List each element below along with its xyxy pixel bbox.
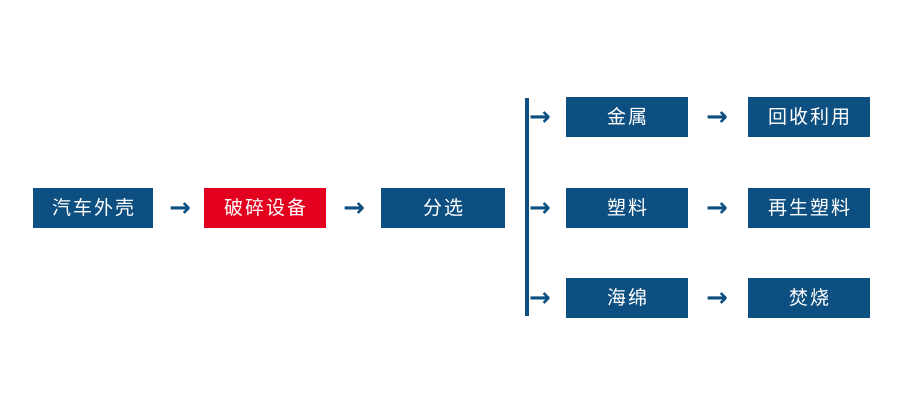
node-recycling-reuse[interactable]: 回收利用 [748, 97, 870, 137]
splitter-bar [525, 98, 529, 316]
branch-arrow-icon-sponge: → [529, 283, 551, 313]
node-car-shell[interactable]: 汽车外壳 [33, 188, 153, 228]
arrow-right-icon-3: → [706, 102, 728, 132]
arrow-right-icon-1: → [169, 193, 191, 223]
arrow-right-icon-4: → [706, 193, 728, 223]
node-sponge[interactable]: 海绵 [566, 278, 688, 318]
arrow-right-icon-5: → [706, 283, 728, 313]
branch-arrow-icon-metal: → [529, 102, 551, 132]
node-sorting[interactable]: 分选 [381, 188, 505, 228]
arrow-right-icon-2: → [343, 193, 365, 223]
node-plastic[interactable]: 塑料 [566, 188, 688, 228]
node-crushing-equipment[interactable]: 破碎设备 [204, 188, 326, 228]
node-incineration[interactable]: 焚烧 [748, 278, 870, 318]
branch-arrow-icon-plastic: → [529, 193, 551, 223]
node-metal[interactable]: 金属 [566, 97, 688, 137]
node-recycled-plastic[interactable]: 再生塑料 [748, 188, 870, 228]
